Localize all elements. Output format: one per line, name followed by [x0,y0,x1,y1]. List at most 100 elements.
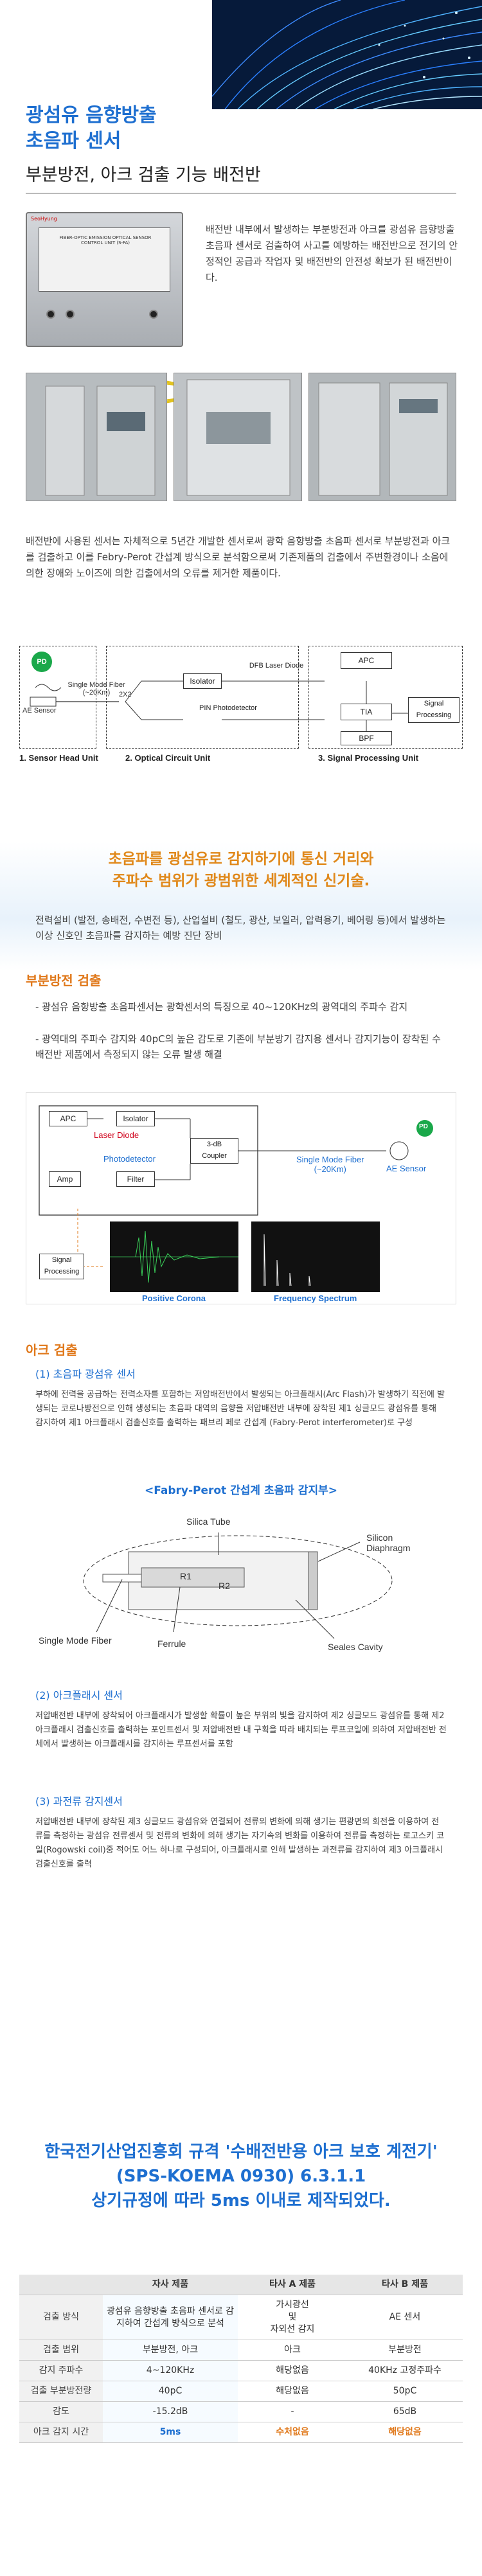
laser-diode-label: Laser Diode [94,1130,139,1140]
sensor-system-wiring [30,652,408,733]
apc-box-2: APC [49,1111,87,1126]
unit-label-3: 3. Signal Processing Unit [318,753,419,763]
fp-diaphragm-label: Silicon Diaphragm [366,1532,411,1553]
bpf-box: BPF [341,731,392,745]
table-row: 감지 주파수 4~120KHz 해당없음 40KHz 고정주파수 [19,2360,463,2381]
table-cell: 검출 부분방전량 [19,2381,103,2402]
hero-title: 광섬유 음향방출 초음파 센서 [26,103,157,154]
signal-processing-box: Signal Processing [408,697,460,723]
hero-title-line1: 광섬유 음향방출 [26,104,157,127]
table-cell: 부분방전, 아크 [103,2340,238,2361]
comparison-table: 자사 제품 타사 A 제품 타사 B 제품 검출 방식 광섬유 음향방출 초음파… [19,2275,463,2443]
apc-box: APC [341,652,392,669]
table-cell: 해당없음 [238,2360,347,2381]
frequency-spectrum-chart [251,1221,380,1292]
sensor-head-unit-box [19,646,96,749]
fabry-perot-diagram: Silica Tube Silicon Diaphragm R1 R2 Sing… [26,1504,456,1773]
arc-body-1: 부하에 전력을 공급하는 전력소자를 포함하는 저압배전반에서 발생되는 아크플… [35,1390,445,1428]
table-header-row: 자사 제품 타사 A 제품 타사 B 제품 [19,2275,463,2295]
photodetector-label: Photodetector [103,1154,156,1164]
ae-sensor-label: AE Sensor [22,707,57,715]
installation-photo [308,373,456,501]
coupler-box: 3-dB Coupler [190,1138,238,1164]
table-cell: 가시광선 및 자외선 감지 [238,2295,347,2340]
table-cell: 수처없음 [238,2422,347,2443]
sensor-system-diagram: PD AE Sensor Single Mode Fiber (~20Km) 2… [16,643,466,763]
unit-label-1: 1. Sensor Head Unit [19,753,98,763]
feature-headline: 초음파를 광섬유로 감지하기에 통신 거리와 주파수 범위가 광범위한 세계적인… [26,848,456,892]
table-cell: 아크 [238,2340,347,2361]
fiber-label-2: Single Mode Fiber (~20Km) [296,1155,364,1174]
table-row: 아크 감지 시간 5ms 수처없음 해당없음 [19,2422,463,2443]
regulation-heading: 한국전기산업진흥회 규격 '수배전반용 아크 보호 계전기' (SPS-KOEM… [26,2140,456,2213]
table-cell: 50pC [347,2381,463,2402]
coupler-label: 2X2 [119,691,132,698]
device-panel [39,227,170,292]
table-cell: 아크 감지 시간 [19,2422,103,2443]
fp-seales-label: Seales Cavity [328,1642,383,1652]
fiber-optic-background-image [212,0,482,109]
isolator-box: Isolator [183,673,222,689]
regulation-line2: (SPS-KOEMA 0930) 6.3.1.1 [116,2167,366,2186]
fp-fiber-label: Single Mode Fiber [39,1635,112,1646]
feature-headline-line2: 주파수 범위가 광범위한 세계적인 신기술. [112,873,370,889]
arc-body-3: 저압배전반 내부에 장착된 제3 싱글모드 광섬유와 연결되어 전류의 변화에 … [35,1817,445,1869]
table-cell: 5ms [103,2422,238,2443]
arc-body-2: 저압배전반 내부에 장착되어 아크플래시가 발생할 확률이 높은 부위의 빛을 … [35,1711,447,1749]
table-cell: 40pC [103,2381,238,2402]
hero-title-line2: 초음파 센서 [26,130,121,152]
table-row: 검출 범위 부분방전, 아크 아크 부분방전 [19,2340,463,2361]
table-header [19,2275,103,2295]
intro-paragraph: 배전반에 사용된 센서는 자체적으로 5년간 개발한 센서로써 광학 음향방출 … [26,535,451,579]
hero-description: 배전반 내부에서 발생하는 부분방전과 아크를 광섬유 음향방출 초음파 센서로… [206,224,458,283]
optical-circuit-unit-box [106,646,299,749]
arc-sub-1: (1) 초음파 광섬유 센서 [35,1368,136,1380]
table-cell: 해당없음 [347,2422,463,2443]
filter-box: Filter [116,1171,155,1187]
table-row: 감도 -15.2dB - 65dB [19,2401,463,2422]
amp-box: Amp [49,1171,81,1187]
table-cell: -15.2dB [103,2401,238,2422]
signal-processing-box-2: Signal Processing [39,1254,84,1279]
isolator-box-2: Isolator [116,1111,155,1126]
table-cell: 4~120KHz [103,2360,238,2381]
arc-sub-3: (3) 과전류 감지센서 [35,1795,123,1808]
regulation-line1: 한국전기산업진흥회 규격 '수배전반용 아크 보호 계전기' [44,2142,438,2162]
pd-detection-wiring [39,1105,433,1267]
table-cell: AE 센서 [347,2295,463,2340]
table-cell: 해당없음 [238,2381,347,2402]
signal-processing-unit-box [308,646,463,749]
table-header: 자사 제품 [103,2275,238,2295]
pd-detection-diagram: APC Isolator Laser Diode 3-dB Coupler Ph… [26,1092,456,1304]
regulation-line3: 상기규정에 따라 5ms 이내로 제작되었다. [91,2191,391,2210]
arc-sub-2: (2) 아크플래시 센서 [35,1689,123,1701]
ae-sensor-label-2: AE Sensor [386,1164,427,1173]
laser-label: DFB Laser Diode [249,662,304,670]
fp-ferrule-label: Ferrule [157,1639,186,1649]
pd-bullet-2: - 광역대의 주파수 감지와 40pC의 높은 감도로 기존에 부분방기 감지용… [35,1033,441,1060]
divider [26,193,456,194]
pin-label: PIN Photodetector [199,704,257,712]
table-cell: 부분방전 [347,2340,463,2361]
fp-r1-label: R1 [180,1571,192,1581]
feature-band [0,842,482,970]
device-knob [66,310,75,319]
frequency-spectrum-label: Frequency Spectrum [274,1293,357,1303]
pd-section-title: 부분방전 검출 [26,973,102,988]
fabry-perot-drawing [83,1532,393,1639]
table-cell: 65dB [347,2401,463,2422]
device-brand: SeoHyung [31,216,57,222]
fp-silica-label: Silica Tube [186,1516,231,1527]
fabry-perot-title: <Fabry-Perot 간섭계 초음파 감지부> [145,1484,337,1497]
tia-box: TIA [341,704,392,720]
hero-subtitle: 부분방전, 아크 검출 기능 배전반 [26,165,261,185]
pd-bullet-1: - 광섬유 음향방출 초음파센서는 광학센서의 특징으로 40~120KHz의 … [35,1001,408,1013]
installation-photo [26,373,167,501]
table-row: 검출 부분방전량 40pC 해당없음 50pC [19,2381,463,2402]
fiber-label: Single Mode Fiber (~20Km) [67,681,125,697]
device-knob [46,310,55,319]
table-row: 검출 방식 광섬유 음향방출 초음파 센서로 감지하여 간섭계 방식으로 분석 … [19,2295,463,2340]
table-cell: 감도 [19,2401,103,2422]
pd-label: PD [37,658,47,666]
